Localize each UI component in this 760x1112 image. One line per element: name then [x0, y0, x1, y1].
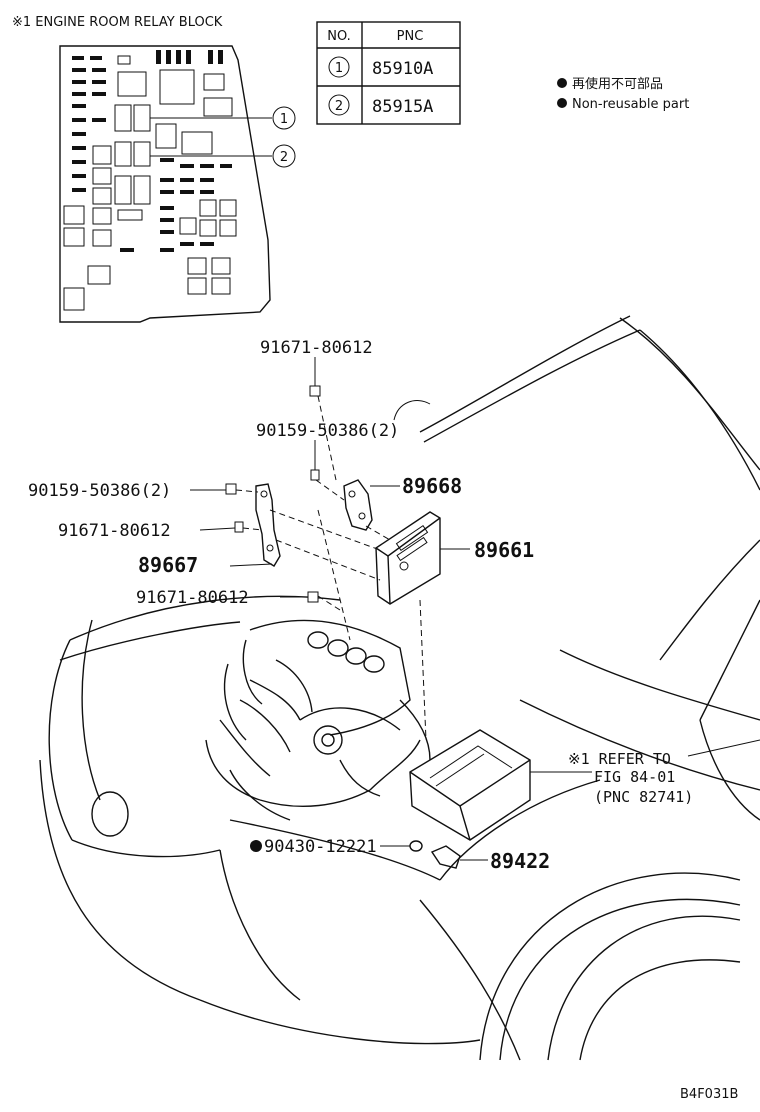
part-label-90430: 90430-12221 [264, 837, 377, 857]
pnc-row-1-pnc: 85910A [372, 59, 433, 79]
pnc-row-2-no: 2 [335, 99, 343, 114]
pnc-header-no: NO. [327, 29, 351, 44]
part-label-91671-low: 91671-80612 [136, 588, 249, 608]
figure-code: B4F031B [680, 1087, 738, 1102]
pnc-row-2-pnc: 85915A [372, 97, 433, 117]
part-label-90159-left: 90159-50386(2) [28, 481, 171, 501]
svg-text:2: 2 [280, 150, 288, 165]
relay-block-engine-bay [409, 729, 531, 841]
ecu-89661 [375, 511, 441, 605]
bracket-89667 [255, 483, 281, 567]
refer-line-2: FIG 84-01 [594, 768, 675, 786]
relay-block-fuses [63, 50, 237, 311]
part-label-90159-top: 90159-50386(2) [256, 421, 399, 441]
assembly-lines [235, 395, 427, 741]
legend: 再使用不可部品 Non-reusable part [557, 76, 689, 112]
pnc-table: NO. PNC 1 85910A 2 85915A [316, 21, 461, 125]
refer-line-3: (PNC 82741) [594, 788, 693, 806]
part-label-89667: 89667 [138, 553, 198, 577]
part-label-89668: 89668 [402, 474, 462, 498]
bracket-89668 [343, 479, 373, 531]
relay-callout-1: 1 [150, 106, 296, 130]
leader-lines [190, 357, 760, 861]
refer-line-1: ※1 REFER TO [568, 750, 671, 768]
svg-text:1: 1 [280, 112, 288, 127]
part-label-91671-mid: 91671-80612 [58, 521, 171, 541]
pnc-row-1-no: 1 [335, 61, 343, 76]
non-reusable-mark [250, 840, 262, 852]
relay-block-title: ※1 ENGINE ROOM RELAY BLOCK [12, 15, 223, 30]
relay-block-outline [59, 45, 271, 323]
part-label-89422: 89422 [490, 849, 550, 873]
sensor-89422 [409, 840, 461, 869]
legend-en: Non-reusable part [572, 97, 689, 112]
vehicle-body [39, 315, 760, 1061]
legend-jp: 再使用不可部品 [572, 76, 663, 92]
pnc-header-pnc: PNC [397, 29, 424, 44]
bolt-icons [225, 385, 321, 603]
engine-assembly [205, 619, 431, 821]
part-label-89661: 89661 [474, 538, 534, 562]
relay-callout-2: 2 [150, 144, 296, 168]
part-label-91671-top: 91671-80612 [260, 338, 373, 358]
